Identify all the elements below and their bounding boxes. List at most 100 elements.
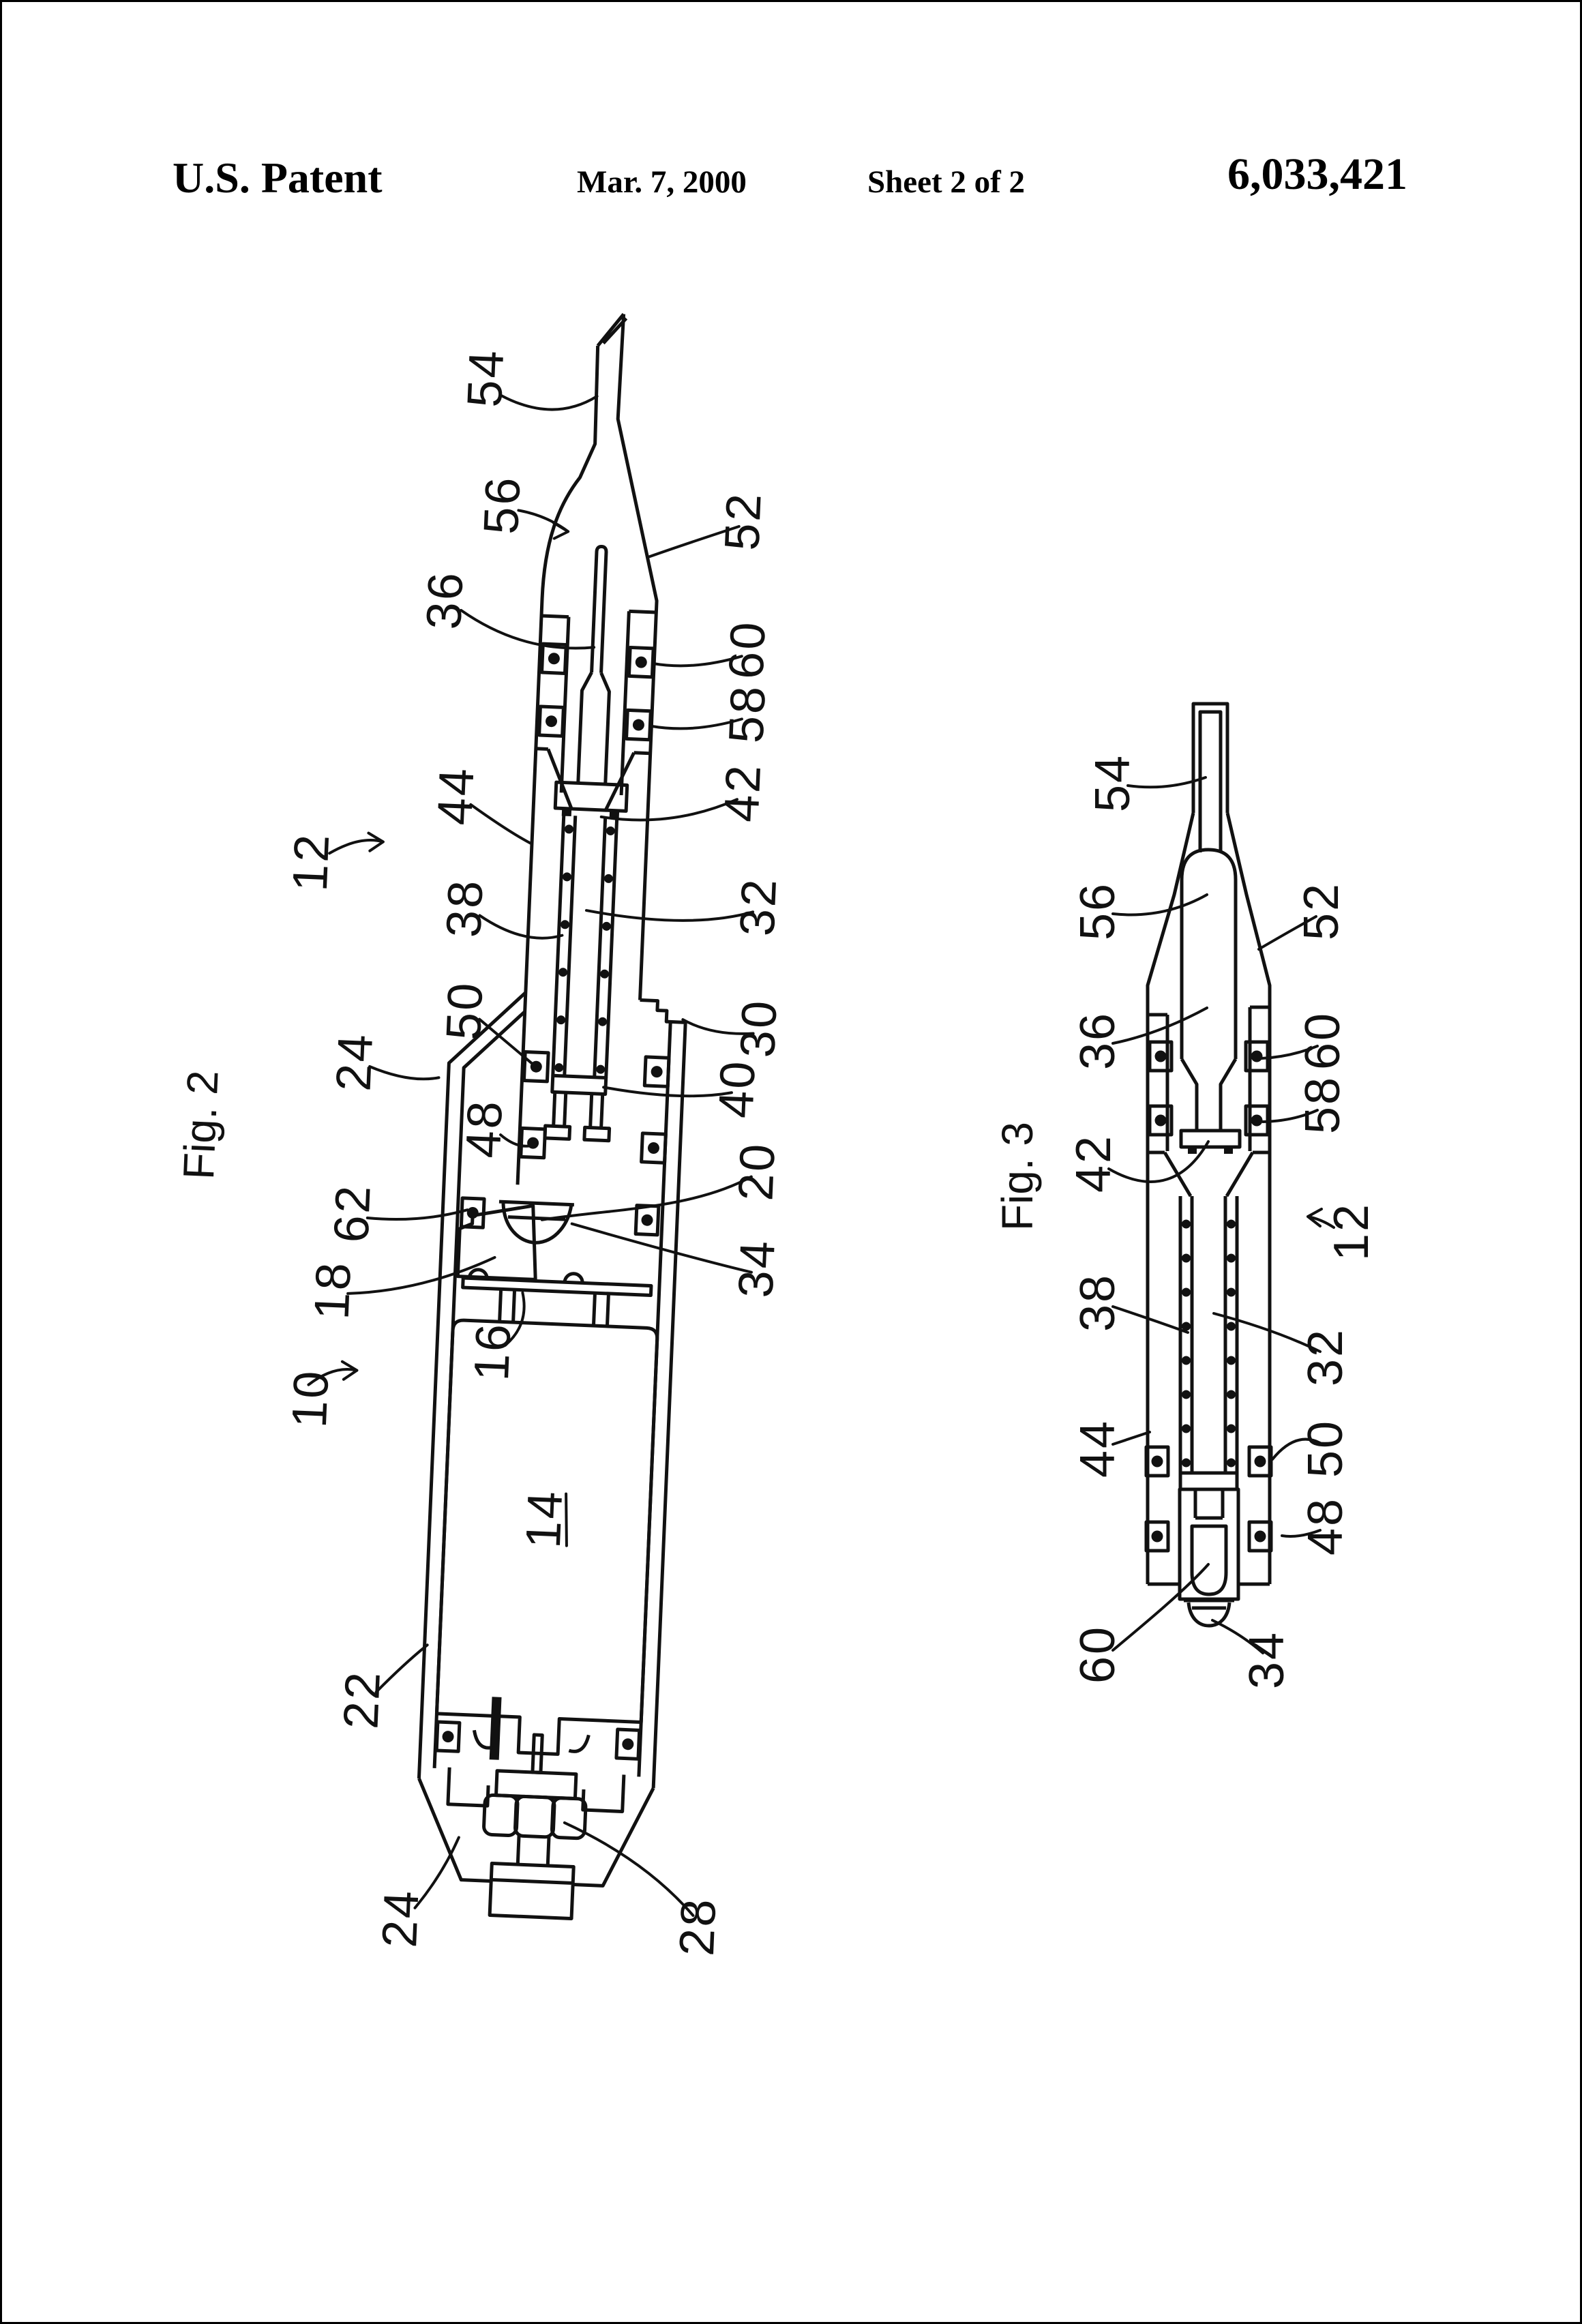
leader-fig3-54-0 (1126, 776, 1207, 789)
leader-fig2-56-1 (517, 509, 570, 540)
ref-label-fig2-10-21: 10 (282, 1368, 340, 1429)
ref-label-fig3-58-5: 58 (1296, 1075, 1350, 1134)
leader-fig3-60-4 (1260, 1045, 1319, 1060)
leader-fig2-20-16 (540, 1175, 753, 1221)
ref-label-fig2-54-0: 54 (458, 348, 515, 408)
tube-perforation-dot (606, 826, 615, 835)
seal-dot (1254, 1530, 1266, 1543)
ref-label-fig2-60-4: 60 (719, 619, 776, 680)
fig3-cone-right-wall (1225, 812, 1272, 1584)
ref-label-fig3-54-0: 54 (1086, 754, 1140, 812)
leader-fig3-58-5 (1262, 1109, 1319, 1123)
fig2-chamber (434, 1318, 659, 1756)
fig3-tube-end-block (1178, 1471, 1239, 1491)
seal-dot (651, 1066, 663, 1078)
leader-fig3-12-7 (1307, 1208, 1335, 1229)
ref-label-fig2-44-7: 44 (428, 765, 485, 826)
tube-perforation-dot (1227, 1219, 1236, 1229)
tube-perforation-dot (1227, 1356, 1236, 1365)
ref-label-fig3-34-14: 34 (1240, 1630, 1294, 1689)
leader-fig2-14-22 (565, 1492, 568, 1547)
leader-fig2-32-10 (584, 909, 755, 922)
seal-dot (635, 656, 647, 668)
fig2-plate-bumps (467, 1268, 584, 1283)
leader-fig2-16-20 (504, 1291, 526, 1347)
tube-perforation-dot (1227, 1253, 1236, 1263)
ref-label-fig2-50-11: 50 (436, 980, 494, 1041)
ref-label-fig3-36-3: 36 (1071, 1011, 1125, 1070)
ref-label-fig2-22-23: 22 (333, 1669, 391, 1730)
tube-perforation-dot (1182, 1287, 1191, 1297)
ref-label-fig3-32-9: 32 (1298, 1328, 1353, 1386)
leader-fig2-22-23 (374, 1643, 429, 1694)
ref-label-fig3-60-13: 60 (1071, 1625, 1125, 1684)
tube-perforation-dot (561, 920, 570, 929)
leader-fig2-42-6 (599, 798, 738, 822)
ref-label-fig2-58-5: 58 (719, 683, 776, 744)
ref-label-fig2-20-16: 20 (728, 1141, 786, 1202)
seal-dot (622, 1738, 634, 1751)
fig2-plunger (576, 545, 611, 785)
leader-fig3-52-2 (1257, 915, 1317, 951)
fig2-bottom-seal-housings (434, 1720, 642, 1761)
ref-label-fig2-42-6: 42 (715, 762, 772, 823)
figure-2-caption: Fig. 2 (174, 1069, 228, 1180)
leader-fig3-60-13 (1111, 1563, 1210, 1652)
tube-perforation-dot (562, 872, 571, 882)
leader-fig2-10-21 (307, 1360, 359, 1386)
ref-label-fig2-48-15: 48 (456, 1098, 513, 1159)
header-patent-number: 6,033,421 (1227, 149, 1407, 199)
ref-label-fig2-14-22: 14 (516, 1489, 573, 1549)
leader-fig2-50-11 (478, 1017, 539, 1070)
figure-2-device (417, 313, 687, 1920)
seal-dot (548, 653, 560, 665)
seal-dot (1254, 1455, 1266, 1468)
leader-fig3-42-6 (1107, 1140, 1210, 1183)
figure-3-device (1144, 702, 1273, 1628)
leader-fig2-30-13 (681, 1018, 755, 1035)
fig2-sleeve-tabs (541, 609, 657, 619)
tube-perforation-dot (1182, 1458, 1191, 1468)
leader-fig2-40-14 (602, 1086, 733, 1098)
tube-perforation-dot (1227, 1287, 1236, 1297)
fig3-flange (1179, 1129, 1242, 1149)
leader-fig3-36-3 (1111, 1007, 1208, 1045)
leader-fig2-58-5 (650, 717, 743, 730)
ref-label-fig2-12-8: 12 (283, 831, 340, 892)
seal-dot (1151, 1530, 1163, 1543)
fig2-chamber-legs (498, 1289, 610, 1327)
fig2-inner-tube-walls (551, 815, 619, 1078)
ref-label-fig2-36-2: 36 (417, 569, 474, 630)
leader-fig2-24-24 (413, 1836, 460, 1909)
tube-perforation-dot (1227, 1322, 1236, 1331)
fig3-cone-left-wall (1146, 812, 1195, 1584)
ref-label-fig3-48-12: 48 (1298, 1497, 1353, 1555)
seal-dot (647, 1142, 659, 1154)
seal-dot (466, 1206, 479, 1219)
ref-label-fig2-56-1: 56 (474, 475, 531, 535)
leader-fig3-56-1 (1111, 893, 1208, 917)
tube-perforation-dot (1182, 1219, 1191, 1229)
tube-perforation-dot (1182, 1356, 1191, 1365)
tube-perforation-dot (1182, 1253, 1191, 1263)
ref-label-fig2-28-25: 28 (670, 1896, 727, 1957)
ref-label-fig2-62-17: 62 (324, 1182, 381, 1243)
fig3-dome (1184, 1598, 1234, 1628)
header-title: U.S. Patent (173, 153, 383, 202)
seal-dot (1154, 1050, 1167, 1062)
leader-fig3-38-8 (1111, 1305, 1189, 1334)
fig2-left-taper-outer (417, 991, 527, 1779)
tube-perforation-dot (602, 921, 612, 931)
seal-dot (641, 1214, 653, 1226)
fig2-connector-stem (516, 1836, 551, 1866)
ref-label-fig2-38-9: 38 (436, 878, 494, 938)
leader-fig2-24-12 (368, 1064, 441, 1081)
ref-label-fig2-18-18: 18 (305, 1260, 362, 1320)
leader-fig2-12-8 (328, 831, 385, 855)
tube-perforation-dot (1227, 1390, 1236, 1399)
leader-fig2-62-17 (365, 1208, 469, 1221)
fig2-connector-plug (488, 1862, 576, 1920)
